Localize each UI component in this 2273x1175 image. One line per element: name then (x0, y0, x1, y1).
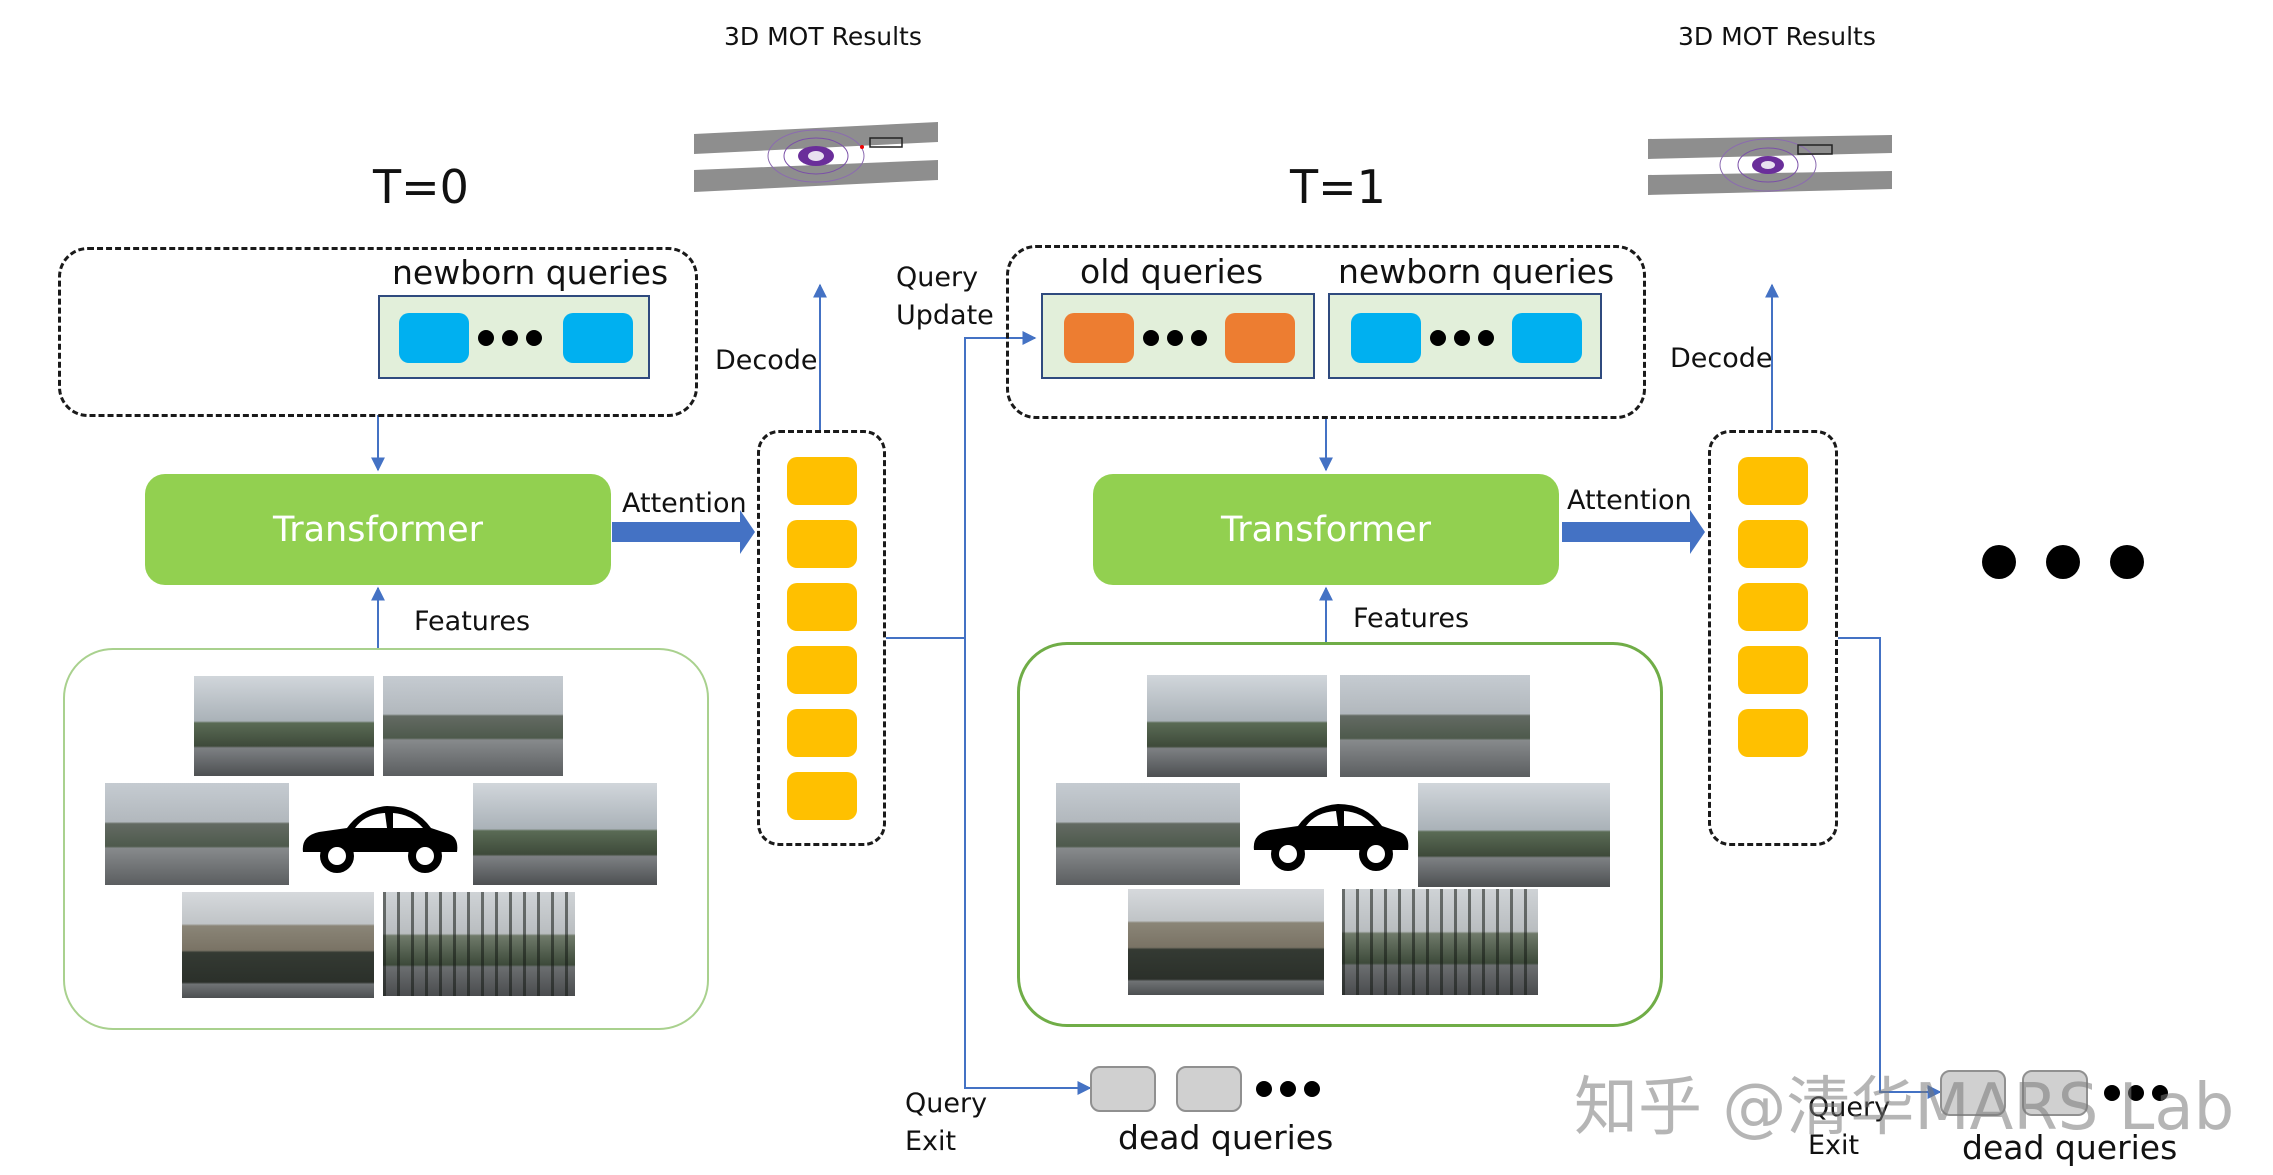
old-query-chip (1225, 313, 1295, 363)
newborn-query-chip (399, 313, 469, 363)
old-queries-label: old queries (1080, 252, 1264, 291)
line-query-routing (886, 331, 1037, 639)
newborn-query-group-right (1328, 293, 1602, 379)
decoded-query-chip (1738, 583, 1808, 631)
camera-image-left (1056, 783, 1240, 885)
decoded-query-chip (1738, 457, 1808, 505)
decoded-query-column-right (1708, 430, 1838, 846)
camera-image-back (1342, 889, 1538, 995)
camera-features-panel-right (1017, 642, 1663, 1027)
features-label-left: Features (414, 606, 531, 637)
decoded-query-chip (1738, 520, 1808, 568)
ellipsis-dots (1256, 1081, 1320, 1097)
dead-queries-label: dead queries (1118, 1118, 1334, 1157)
query-update-label-line2: Update (896, 300, 994, 331)
decode-label-left: Decode (715, 345, 818, 376)
decoded-query-chip (787, 583, 857, 631)
line-query-exit (964, 638, 1092, 1095)
camera-image-back-left (182, 892, 374, 998)
continuation-ellipsis (1982, 545, 2144, 579)
camera-image-front (1340, 675, 1530, 777)
camera-image-back-left (1128, 889, 1324, 995)
mot-title-right: 3D MOT Results (1678, 22, 1876, 51)
camera-image-back (383, 892, 575, 996)
ellipsis-dots (1430, 330, 1494, 346)
dead-query-chip (2022, 1070, 2088, 1116)
mot-title-left: 3D MOT Results (724, 22, 922, 51)
query-exit-label-line1: Query (905, 1088, 988, 1119)
decoded-query-chip (787, 457, 857, 505)
transformer-block-left: Transformer (145, 474, 611, 585)
time-label-right: T=1 (1290, 160, 1386, 214)
camera-image-front-left (1147, 675, 1327, 777)
camera-features-panel-left (63, 648, 709, 1030)
decoded-query-chip (787, 709, 857, 757)
newborn-query-container-left (58, 247, 698, 417)
query-container-right (1006, 245, 1646, 419)
decoded-query-chip (787, 772, 857, 820)
mot-result-image-left (694, 92, 938, 224)
newborn-query-group-left (378, 295, 650, 379)
decoded-query-chip (1738, 646, 1808, 694)
decoded-query-column-left (757, 430, 886, 846)
newborn-queries-label-right: newborn queries (1338, 252, 1615, 291)
attention-label-right: Attention (1567, 485, 1692, 516)
transformer-block-right: Transformer (1093, 474, 1559, 585)
newborn-queries-label-left: newborn queries (392, 253, 669, 292)
dead-query-chip (1940, 1070, 2006, 1116)
old-query-group (1041, 293, 1315, 379)
line-query-exit-right (1838, 637, 1942, 1099)
camera-image-left (105, 783, 289, 885)
ellipsis-dots (2104, 1085, 2168, 1101)
ego-car-icon (1246, 788, 1414, 883)
watermark: 知乎 @清华MARS Lab (1574, 1071, 2235, 1145)
newborn-query-chip (1351, 313, 1421, 363)
attention-arrow-left (612, 510, 755, 554)
mot-result-image-right (1648, 95, 1892, 227)
camera-image-front (383, 676, 563, 776)
features-label-right: Features (1353, 603, 1470, 634)
newborn-query-chip (1512, 313, 1582, 363)
dead-queries-label-right: dead queries (1962, 1128, 2178, 1167)
decoded-query-chip (787, 646, 857, 694)
decode-label-right: Decode (1670, 343, 1773, 374)
query-update-label-line1: Query (896, 262, 979, 293)
decoded-query-chip (1738, 709, 1808, 757)
ellipsis-dots (478, 330, 542, 346)
newborn-query-chip (563, 313, 633, 363)
camera-image-right (1418, 783, 1610, 887)
query-exit-label-line2: Exit (905, 1126, 957, 1157)
decoded-query-chip (787, 520, 857, 568)
ellipsis-dots (1143, 330, 1207, 346)
attention-arrow-right (1562, 510, 1705, 554)
dead-query-chip (1176, 1066, 1242, 1112)
camera-image-right (473, 783, 657, 885)
time-label-left: T=0 (373, 160, 469, 214)
query-exit-label-right-line2: Exit (1808, 1130, 1860, 1161)
old-query-chip (1064, 313, 1134, 363)
dead-query-chip (1090, 1066, 1156, 1112)
camera-image-front-left (194, 676, 374, 776)
ego-car-icon (295, 790, 463, 885)
attention-label-left: Attention (622, 488, 747, 519)
query-exit-label-right-line1: Query (1808, 1092, 1891, 1123)
